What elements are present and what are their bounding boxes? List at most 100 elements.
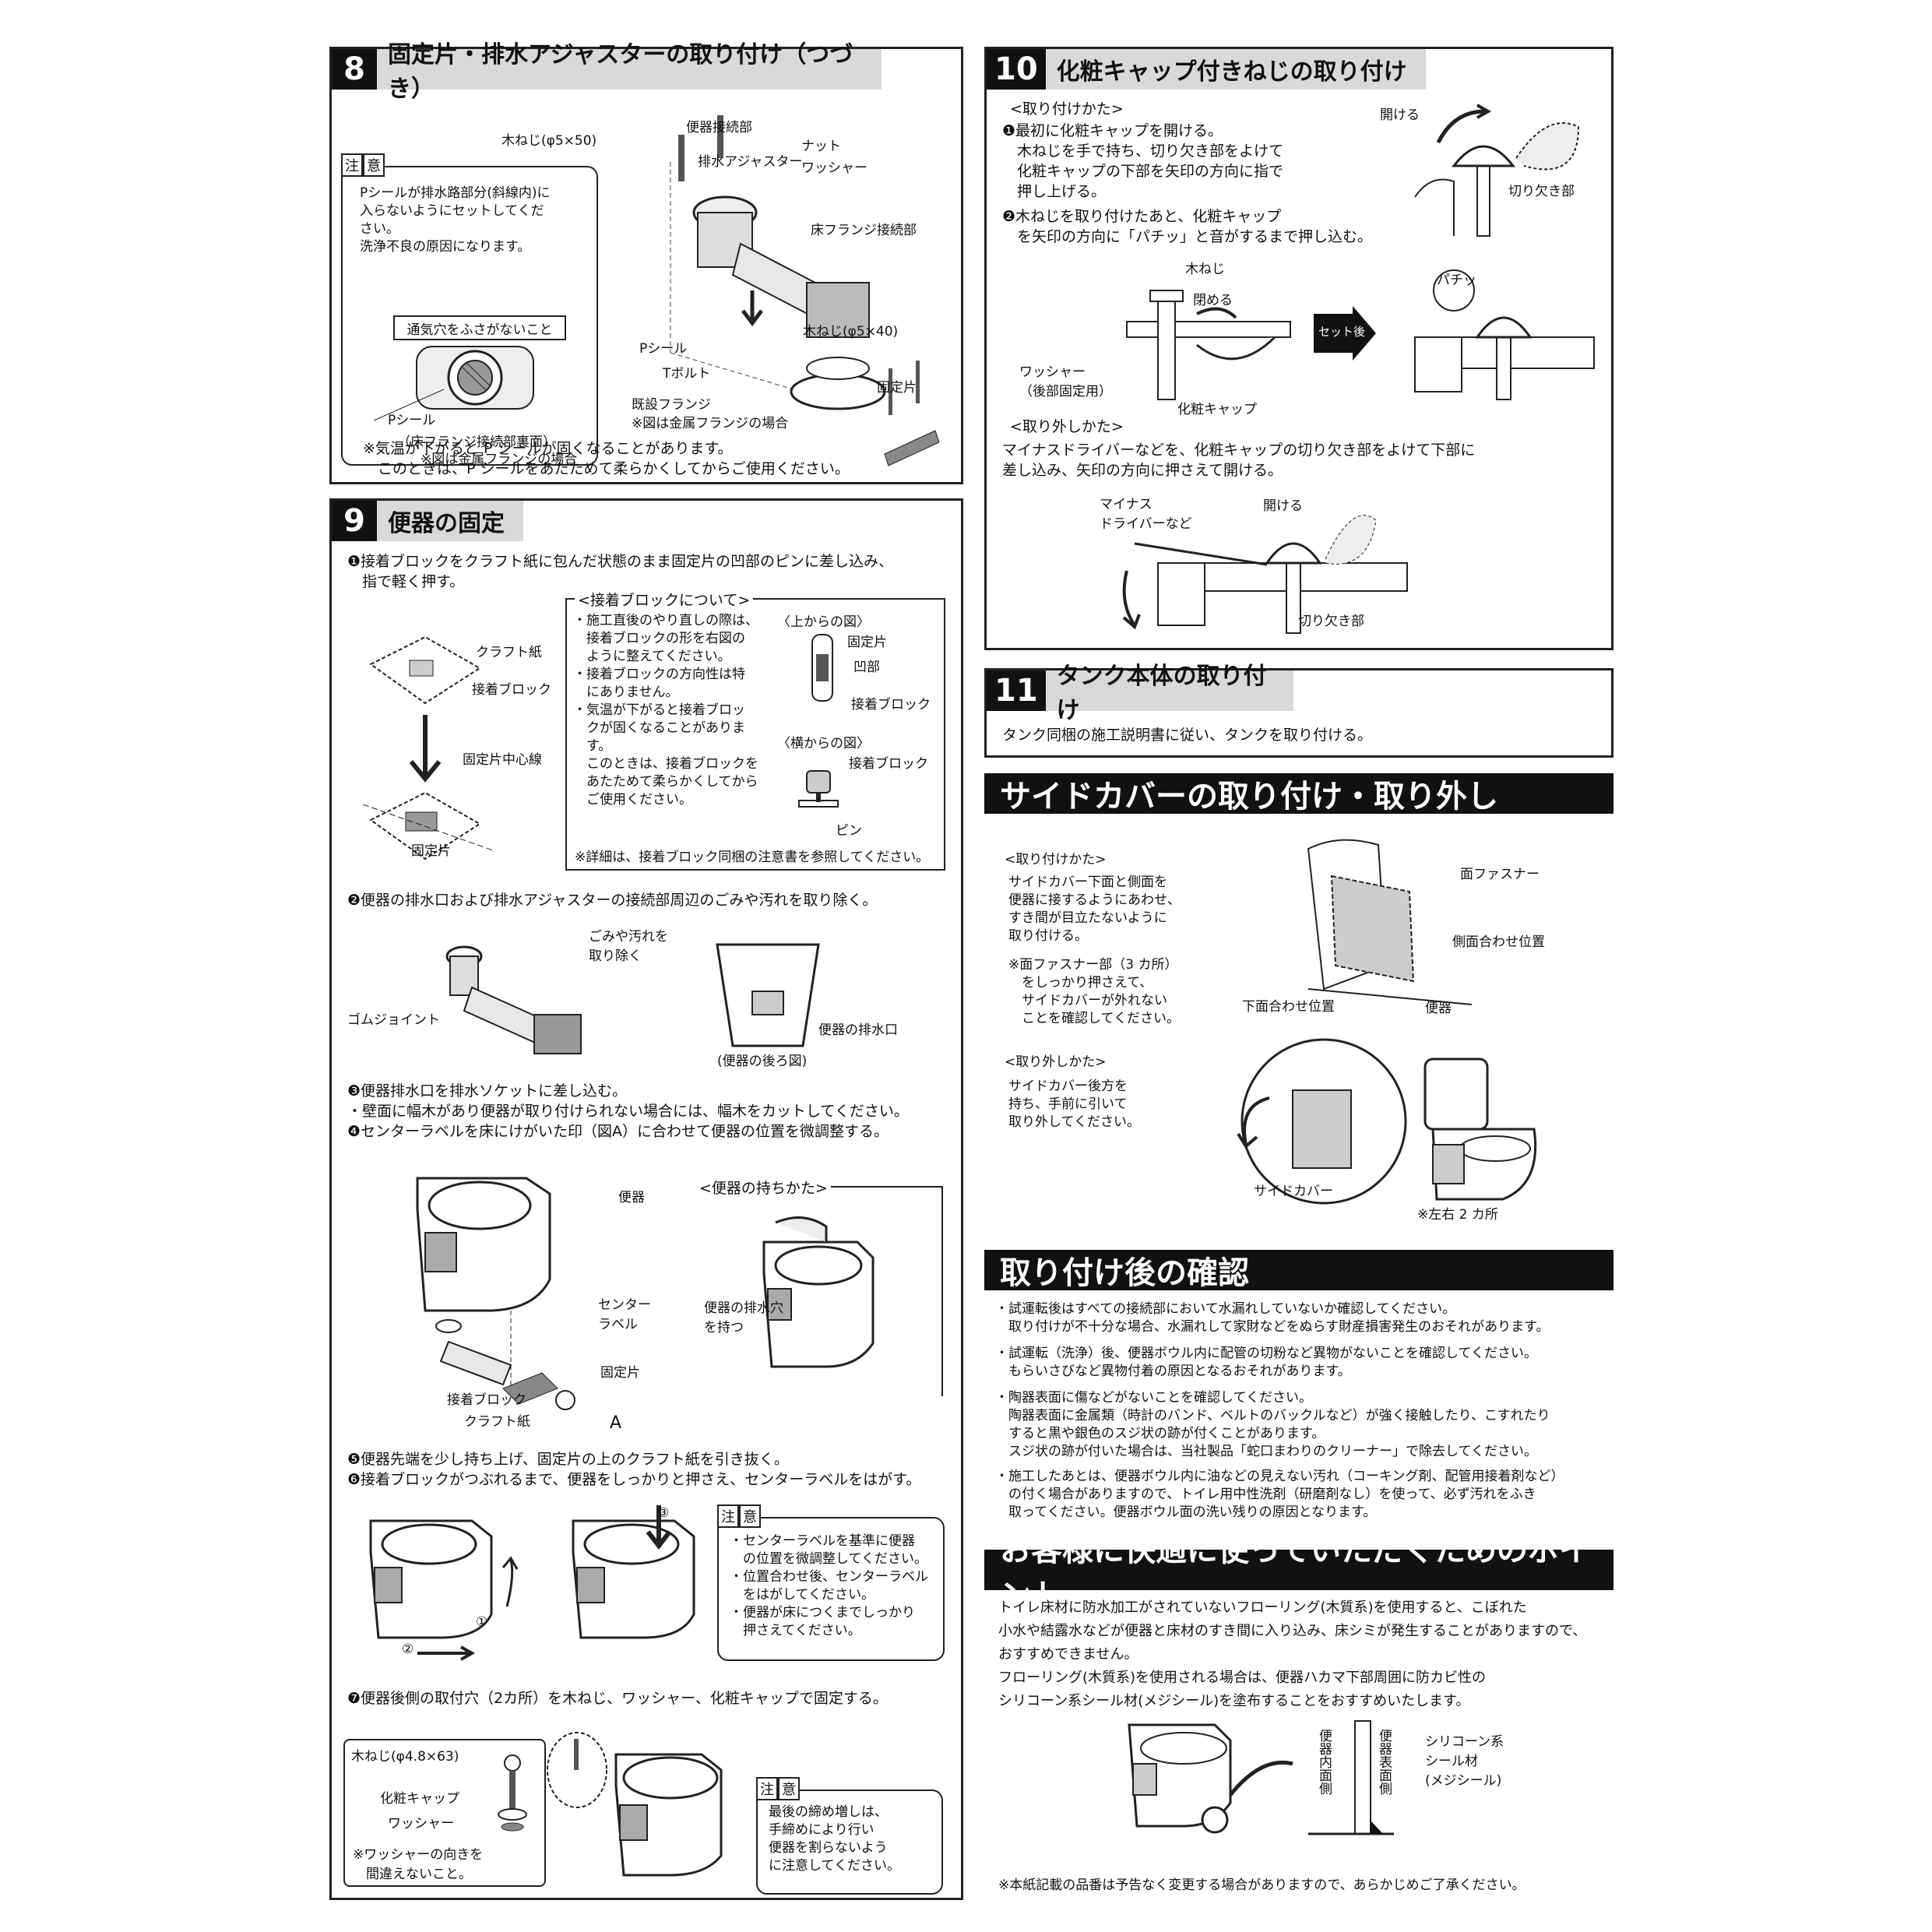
mark-a-label: A xyxy=(610,1413,622,1433)
section-8: 8 固定片・排水アジャスターの取り付け（つづき） 注意 Pシールが排水路部分(斜… xyxy=(329,41,963,484)
step-2: ❷便器の排水口および排水アジャスターの接続部周辺のごみや汚れを取り除く。 xyxy=(347,892,878,909)
side-view-diagram xyxy=(798,770,839,808)
caution-text: 最後の締め増しは、 手締めにより行い 便器を割らないよう に注意してください。 xyxy=(769,1804,900,1874)
block-label-side: 接着ブロック xyxy=(849,756,928,772)
top-view-label: 〈上からの図〉 xyxy=(777,614,870,630)
check-banner: 取り付け後の確認 xyxy=(984,1250,1614,1291)
dirt-label: ごみや汚れを 取り除く xyxy=(589,929,668,964)
circle-1: ① xyxy=(476,1614,488,1630)
side-cover-attach-note: ※面ファスナー部（3 カ所） をしっかり押さえて、 サイドカバーが外れない こと… xyxy=(1008,957,1180,1026)
washer-label: ワッシャー xyxy=(801,160,867,176)
pseal2-label: Pシール xyxy=(639,341,688,357)
cap-remove-diagram xyxy=(1122,515,1408,634)
section-11-text: タンク同梱の施工説明書に従い、タンクを取り付ける。 xyxy=(1002,727,1373,744)
vent-warning-text: 通気穴をふさがないこと xyxy=(406,322,553,338)
press-diagram xyxy=(572,1505,695,1639)
section-number: 10 xyxy=(987,49,1046,90)
side-cover-attach-text: サイドカバー下面と側面を 便器に接するようにあわせ、 すき間が目立たないように … xyxy=(1008,875,1181,944)
check-item: ・試運転（洗浄）後、便器ボウル内に配管の切粉など異物がないことを確認してください… xyxy=(995,1346,1537,1379)
hold-box: <便器の持ちかた> 便器の排水穴 を持つ xyxy=(696,1177,943,1396)
hold-diagram xyxy=(762,1216,875,1368)
screw-label: 木ねじ xyxy=(1185,262,1225,277)
steps-3-4: ❸便器排水口を排水ソケットに差し込む。 ・壁面に幅木があり便器が取り付けられない… xyxy=(347,1082,909,1140)
caution-char: 注 xyxy=(756,1777,778,1800)
flange-caption-note: ※図は金属フランジの場合 xyxy=(421,452,578,467)
caution-tag: 注意 xyxy=(756,1777,800,1800)
caution-box-3: 注意 最後の締め増しは、 手締めにより行い 便器を割らないよう に注意してくださ… xyxy=(756,1777,943,1895)
washer-box: 木ねじ(φ4.8×63) 化粧キャップ ワッシャー ※ワッシャーの向きを 間違え… xyxy=(343,1739,546,1887)
section-8-header: 8 固定片・排水アジャスターの取り付け（つづき） xyxy=(332,41,882,103)
close-label: 閉める xyxy=(1193,293,1233,308)
attach-step-1: ❶最初に化粧キャップを開ける。 木ねじを手で持ち、切り欠き部をよけて 化粧キャッ… xyxy=(1002,122,1284,200)
set-after-label: セット後 xyxy=(1318,325,1366,339)
metal-note-label: ※図は金属フランジの場合 xyxy=(632,416,789,431)
screw2-label: 木ねじ(φ5×40) xyxy=(803,324,899,340)
fastener-label: 面ファスナー xyxy=(1460,867,1540,882)
side-cover-attach-title: <取り付けかた> xyxy=(1005,852,1107,867)
section-11-header: 11 タンク本体の取り付け xyxy=(987,663,1293,724)
bowl-connection-label: 便器接続部 xyxy=(686,120,752,135)
flange-diagram xyxy=(373,346,534,421)
caution-text: Pシールが排水路部分(斜線内)に 入らないようにセットしてくだ さい。 洗浄不良… xyxy=(360,185,551,255)
section-9: 9 便器の固定 ❶接着ブロックをクラフト紙に包んだ状態のまま固定片の凹部のピンに… xyxy=(329,498,963,1900)
adjuster-label: 排水アジャスター xyxy=(698,154,803,170)
existing-flange-label: 既設フランジ xyxy=(632,397,711,413)
joint-diagram xyxy=(445,945,582,1054)
caution-char: 意 xyxy=(778,1777,800,1800)
section-10: 10 化粧キャップ付きねじの取り付け <取り付けかた> ❶最初に化粧キャップを開… xyxy=(984,47,1614,650)
caution-char: 意 xyxy=(739,1504,761,1528)
kraft-label: クラフト紙 xyxy=(476,645,542,660)
cap-open-diagram xyxy=(1414,104,1580,237)
circle-3: ③ xyxy=(657,1505,670,1521)
side-cover-remove-diagram xyxy=(1237,1038,1537,1205)
block-info-footer: ※詳細は、接着ブロック同梱の注意書を参照してください。 xyxy=(575,850,930,865)
flange-caption: （床フランジ接続部裏面） xyxy=(397,435,556,450)
block-info-title: <接着ブロックについて> xyxy=(575,589,754,610)
block-label-top: 接着ブロック xyxy=(851,697,931,713)
fixing-label: 固定片 xyxy=(877,380,917,396)
section-number: 8 xyxy=(332,49,377,90)
nut-label: ナット xyxy=(801,139,841,154)
section-title: 便器の固定 xyxy=(377,501,523,541)
lift-diagram xyxy=(369,1519,519,1661)
pseal-label: Pシール xyxy=(388,413,436,428)
open2-label: 開ける xyxy=(1263,498,1303,514)
rubber-joint-label: ゴムジョイント xyxy=(347,1012,440,1028)
notch2-label: 切り欠き部 xyxy=(1298,614,1364,629)
bowl-placement-diagram xyxy=(416,1177,575,1410)
washer-label: ワッシャー xyxy=(388,1816,454,1832)
hold-title: <便器の持ちかた> xyxy=(696,1177,831,1198)
block-info-box: <接着ブロックについて> ・施工直後のやり直しの際は、 接着ブロックの形を右図の… xyxy=(565,589,945,871)
caution-text: ・センターラベルを基準に便器 の位置を微調整してください。 ・位置合わせ後、セン… xyxy=(730,1533,928,1638)
step-7: ❼便器後側の取付穴（2カ所）を木ねじ、ワッシャー、化粧キャップで固定する。 xyxy=(347,1690,888,1707)
center-label-label: センター ラベル xyxy=(598,1297,651,1332)
rear-fix-diagram xyxy=(547,1732,723,1877)
cap-label: 化粧キャップ xyxy=(380,1791,459,1807)
check-item: ・陶器表面に傷などがないことを確認してください。 陶器表面に金属類（時計のバンド… xyxy=(995,1390,1550,1459)
washer-label: ワッシャー （後部固定用） xyxy=(1019,364,1112,399)
how-remove-title: <取り外しかた> xyxy=(1010,418,1124,435)
screw-label: 木ねじ(φ5×50) xyxy=(501,133,597,149)
hold-label: 便器の排水穴 を持つ xyxy=(704,1300,783,1336)
cap-label: 化粧キャップ xyxy=(1177,402,1257,417)
how-attach-title: <取り付けかた> xyxy=(1010,100,1124,118)
tbolt-label: Tボルト xyxy=(663,366,711,382)
cap-set-diagram xyxy=(1414,269,1595,400)
side-cover-attach-diagram xyxy=(1307,839,1473,1005)
click-label: パチッ xyxy=(1437,273,1476,288)
open-label: 開ける xyxy=(1380,107,1420,123)
recess-label: 凹部 xyxy=(853,660,880,675)
section-10-header: 10 化粧キャップ付きねじの取り付け xyxy=(987,49,1426,90)
fixing-piece-label: 固定片 xyxy=(411,843,451,859)
section-title: タンク本体の取り付け xyxy=(1045,663,1293,724)
cap-close-diagram xyxy=(1126,290,1291,400)
tips-banner: お客様に快適に使っていただくためのポイント xyxy=(984,1533,1614,1614)
steps-5-6: ❺便器先端を少し持ち上げ、固定片の上のクラフト紙を引き抜く。 ❻接着ブロックがつ… xyxy=(347,1451,921,1488)
caution-char: 注 xyxy=(717,1504,739,1528)
caution-char: 意 xyxy=(363,153,385,177)
section-9-header: 9 便器の固定 xyxy=(332,501,523,541)
section-number: 9 xyxy=(332,501,377,541)
caution-char: 注 xyxy=(341,153,363,177)
side-view-label: 〈横からの図〉 xyxy=(777,736,870,751)
caution-box: 注意 Pシールが排水路部分(斜線内)に 入らないようにセットしてくだ さい。 洗… xyxy=(341,153,598,467)
